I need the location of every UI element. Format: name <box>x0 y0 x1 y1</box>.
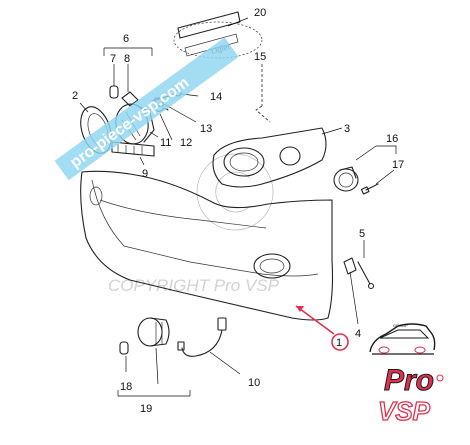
copyright-watermark: COPYRIGHT Pro VSP <box>108 153 280 295</box>
callout-1: 1 <box>336 337 342 349</box>
part-4-clip <box>343 257 359 325</box>
brand-line1: Pro <box>384 364 434 397</box>
part-10-wiring-harness <box>177 317 241 375</box>
watermark-banner-text: pro-piece-vsp.com <box>67 74 192 171</box>
part-8-socket <box>121 64 139 107</box>
brand-small-text: GROUP <box>393 323 408 328</box>
part-9-bracket <box>111 141 155 166</box>
callout-8: 8 <box>124 53 130 65</box>
callout-5: 5 <box>359 228 365 240</box>
callout-7: 7 <box>110 53 116 65</box>
callout-19: 19 <box>140 403 152 415</box>
part-1-front-bumper <box>80 170 334 321</box>
callout-4: 4 <box>355 328 361 340</box>
callout-13: 13 <box>200 123 212 135</box>
car-outline-icon <box>369 323 436 355</box>
part-1-pointer <box>295 305 349 351</box>
callout-6: 6 <box>123 33 129 45</box>
callout-3: 3 <box>344 123 350 135</box>
callout-labels: 1 2 3 4 5 6 7 8 9 10 11 12 13 14 15 16 1… <box>72 7 404 415</box>
part-7-bulb <box>109 64 119 99</box>
callout-18: 18 <box>120 381 132 393</box>
part-16-fog-lamp <box>333 166 359 192</box>
part-17-bulb <box>360 169 395 195</box>
watermark-banner: pro-piece-vsp.com <box>54 37 239 181</box>
callout-10: 10 <box>248 377 260 389</box>
part-5-screw <box>357 240 375 290</box>
copyright-watermark-text: COPYRIGHT Pro VSP <box>108 276 280 295</box>
brand-line2: VSP <box>378 396 431 426</box>
callout-9: 9 <box>142 168 148 180</box>
callout-15: 15 <box>254 51 266 63</box>
brand-logo: GROUP Pro VSP <box>369 323 444 427</box>
callout-14: 14 <box>210 91 222 103</box>
callout-17: 17 <box>392 159 404 171</box>
callout-11: 11 <box>160 137 171 149</box>
callout-20: 20 <box>254 7 266 19</box>
callout-2: 2 <box>72 90 78 102</box>
part-3-lamp-bezel <box>212 127 343 188</box>
part-18-bulb <box>119 341 129 372</box>
callout-12: 12 <box>180 137 192 149</box>
callout-16: 16 <box>386 133 398 145</box>
part-19-lamp-housing <box>137 317 170 385</box>
